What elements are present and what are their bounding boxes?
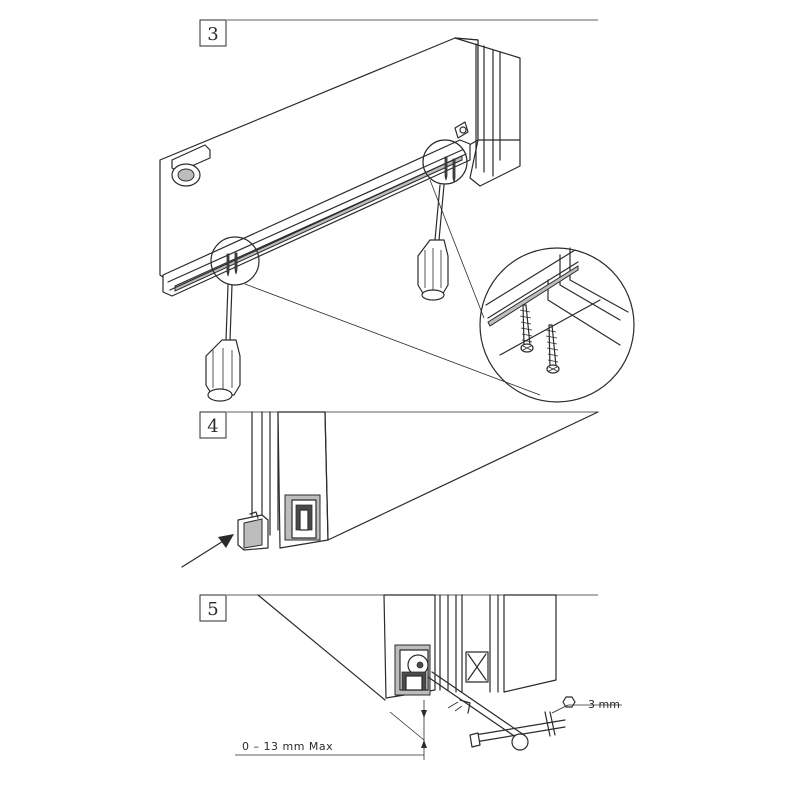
step-3-number: 3 (207, 24, 218, 45)
screwdriver-icon (205, 284, 241, 402)
magnifier-right (422, 139, 468, 185)
step-4-panel: 4 (181, 411, 599, 568)
step-4-number: 4 (207, 416, 218, 437)
gap-dimension: 0 – 13 mm Max (235, 700, 427, 760)
step-5-box: 5 (199, 594, 227, 622)
step-3-panel: 3 (159, 19, 635, 403)
end-cap (237, 511, 269, 551)
arrow-icon (181, 534, 234, 568)
screw-icon (545, 324, 560, 374)
hex-key-icon (427, 671, 566, 751)
gap-label: 0 – 13 mm Max (242, 740, 333, 753)
step-5-number: 5 (207, 599, 218, 620)
door-panel (159, 37, 521, 297)
magnifier-callout (244, 179, 635, 403)
magnifier-left (210, 236, 260, 286)
screw-icon (226, 156, 456, 277)
step-5-panel: 5 (199, 594, 622, 760)
crossed-bracket (465, 651, 489, 683)
hex-key-label: 3 mm (588, 698, 620, 711)
finger-pull (171, 144, 211, 187)
hexagon-icon (562, 696, 576, 708)
step-4-box: 4 (199, 411, 227, 439)
screw-icon (519, 304, 534, 353)
screwdriver-icon (417, 184, 449, 301)
step-3-box: 3 (199, 19, 227, 47)
hex-size-dimension: 3 mm (551, 696, 622, 714)
